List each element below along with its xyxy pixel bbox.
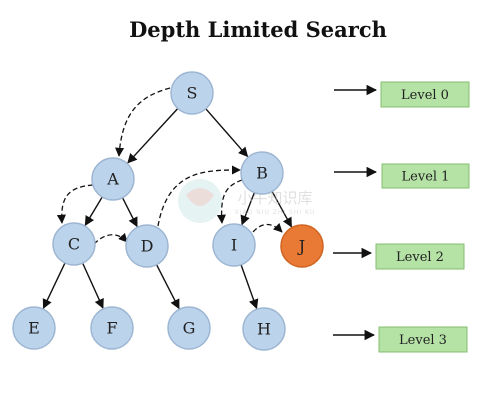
node-circle [212, 223, 256, 267]
tree-nodes: S A B C D I J E F G H [12, 71, 324, 351]
node-i: I [212, 223, 256, 267]
node-circle [52, 222, 96, 266]
level-0-indicator: Level 0 [334, 81, 470, 108]
level-2-indicator: Level 2 [333, 243, 465, 270]
edge-s-a [127, 107, 179, 164]
node-label: E [28, 319, 40, 338]
edge-d-g [155, 264, 180, 310]
search-step-b-i [216, 179, 243, 224]
node-label: F [106, 319, 117, 338]
node-circle [90, 306, 134, 350]
edge-c-f [82, 262, 104, 309]
watermark-text-en: XIAO NIU ZHI SHI KU [235, 209, 316, 216]
edge-a-d [121, 197, 138, 228]
node-b: B [240, 151, 284, 195]
node-circle [170, 71, 214, 115]
node-label: S [187, 84, 198, 103]
level-label: Level 3 [399, 333, 447, 348]
node-label: B [256, 164, 268, 183]
tree-edges [42, 107, 293, 310]
search-step-d-b [157, 165, 241, 227]
diagram-title: Depth Limited Search [129, 17, 387, 42]
node-label: A [106, 170, 119, 189]
level-box [381, 163, 470, 189]
node-j: J [280, 224, 324, 268]
node-circle [242, 307, 286, 351]
edge-a-c [84, 196, 103, 226]
node-circle [12, 306, 56, 350]
node-a: A [91, 157, 135, 201]
node-g: G [167, 306, 211, 350]
node-label: G [183, 319, 196, 338]
edge-i-h [240, 264, 259, 310]
watermark-logo-icon [178, 179, 222, 223]
edge-s-b [205, 108, 249, 158]
node-h: H [242, 307, 286, 351]
node-label: D [141, 237, 154, 256]
level-3-indicator: Level 3 [333, 326, 468, 353]
goal-node-circle [280, 224, 324, 268]
node-d: D [125, 224, 169, 268]
node-circle [125, 224, 169, 268]
level-label: Level 1 [402, 170, 450, 185]
node-s: S [170, 71, 214, 115]
node-label: J [297, 237, 305, 256]
search-step-i-j [252, 222, 283, 233]
level-1-indicator: Level 1 [334, 163, 470, 189]
level-box [378, 326, 468, 353]
level-label: Level 2 [396, 250, 444, 265]
node-c: C [52, 222, 96, 266]
edge-b-j [271, 191, 293, 228]
search-step-a-c [56, 184, 94, 224]
search-step-c-d [93, 232, 128, 245]
node-f: F [90, 306, 134, 350]
search-step-s-a [115, 87, 171, 157]
level-box [375, 243, 465, 270]
edge-c-e [42, 262, 66, 310]
node-e: E [12, 306, 56, 350]
watermark: 小牛知识库 XIAO NIU ZHI SHI KU [178, 179, 316, 223]
node-label: I [231, 236, 237, 255]
node-circle [240, 151, 284, 195]
level-indicators: Level 0 Level 1 Level 2 Level 3 [333, 81, 470, 353]
node-circle [167, 306, 211, 350]
node-label: C [68, 235, 80, 254]
edge-b-i [240, 192, 256, 226]
search-path-arrows [56, 87, 283, 245]
node-label: H [257, 320, 271, 339]
watermark-text-cn: 小牛知识库 [237, 189, 312, 207]
node-circle [91, 157, 135, 201]
level-box [380, 81, 470, 108]
level-label: Level 0 [401, 88, 449, 103]
